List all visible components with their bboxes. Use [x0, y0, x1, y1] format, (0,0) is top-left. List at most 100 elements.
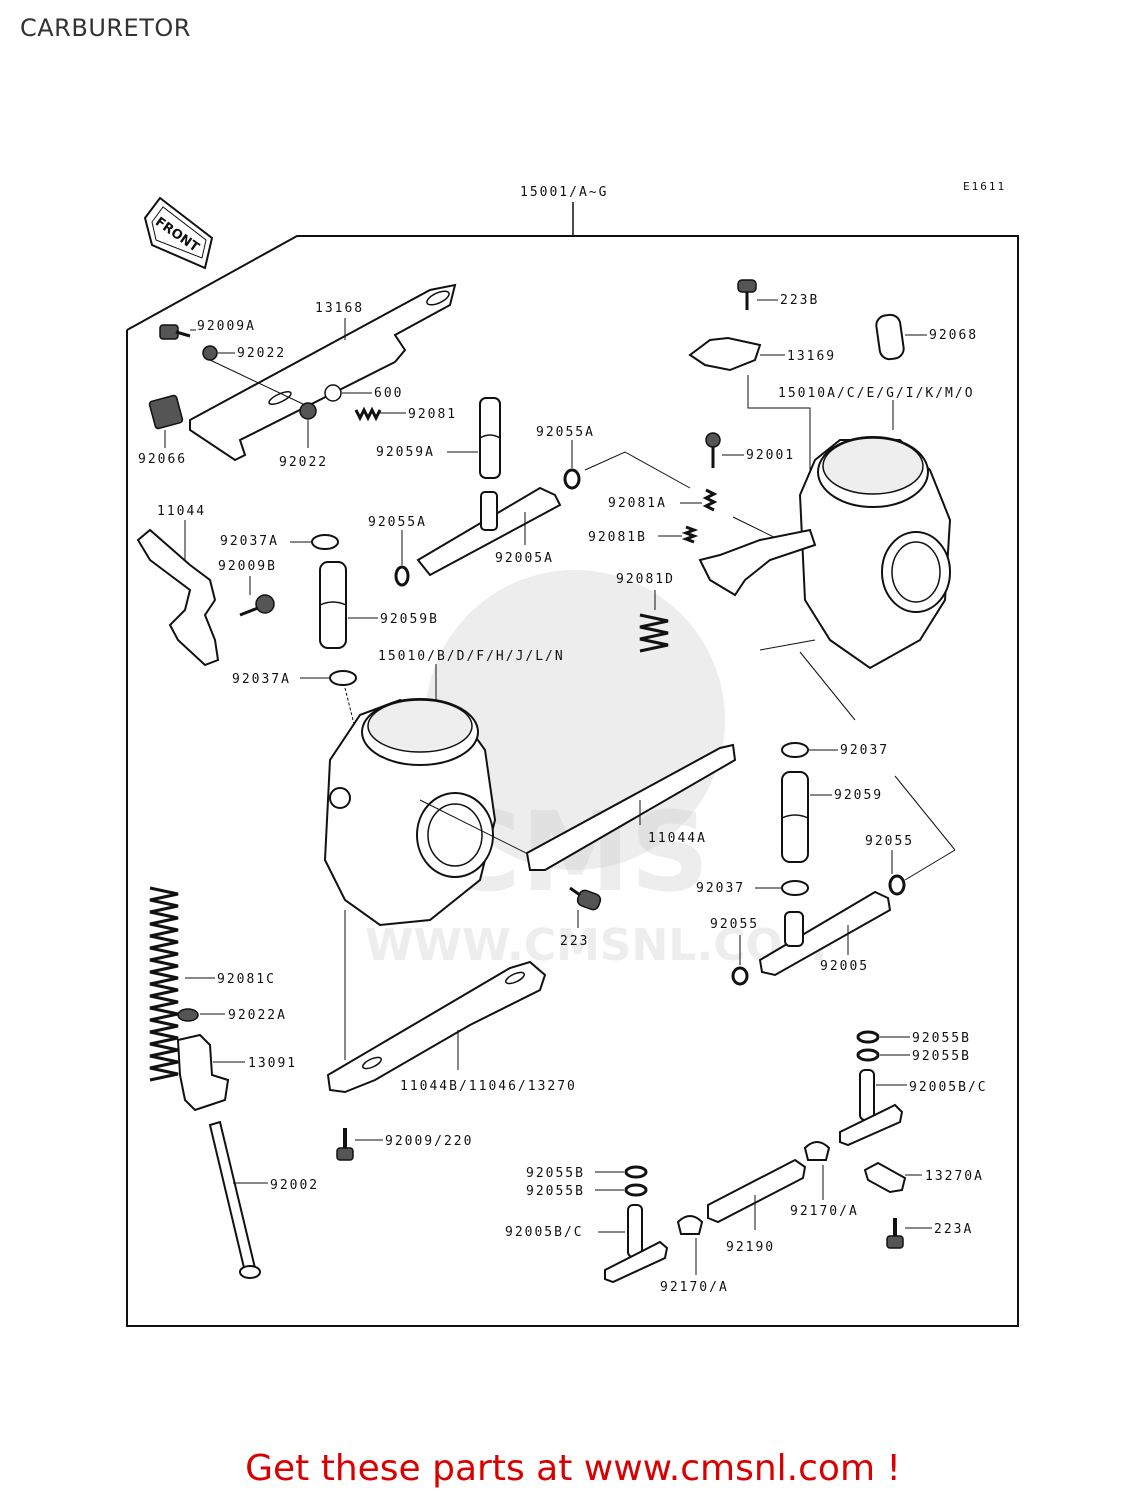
label-92190: 92190 — [726, 1240, 775, 1255]
clamp-92170a2-icon — [676, 1215, 704, 1235]
front-arrow-icon: FRONT — [143, 196, 214, 270]
fitting-92005-icon — [758, 890, 892, 977]
label-13091: 13091 — [248, 1056, 297, 1071]
cap-92068-icon — [875, 313, 905, 361]
diagram-code: E1611 — [963, 180, 1006, 193]
clip-92037a2-icon — [329, 670, 357, 686]
label-92022a: 92022A — [228, 1008, 287, 1023]
label-92037-2: 92037 — [696, 881, 745, 896]
oring-92055a2-icon — [394, 565, 410, 587]
screw-92009a-icon — [159, 324, 191, 340]
clip-92066-icon — [148, 394, 184, 430]
clip-92037a-icon — [311, 534, 339, 550]
page-title: CARBURETOR — [20, 14, 191, 42]
label-92005: 92005 — [820, 959, 869, 974]
oring-92055b3-icon — [624, 1165, 648, 1179]
label-92009a: 92009A — [197, 319, 256, 334]
spring-92081b-icon — [681, 525, 699, 544]
rod-92002-icon — [208, 1120, 261, 1279]
label-15001: 15001/A~G — [520, 185, 608, 200]
label-11044b: 11044B/11046/13270 — [400, 1079, 577, 1094]
clip-92037-icon — [781, 742, 809, 758]
oring-92055b2-icon — [856, 1048, 880, 1062]
label-92066: 92066 — [138, 452, 187, 467]
label-92055a-2: 92055A — [368, 515, 427, 530]
clamp-92170a-icon — [803, 1141, 831, 1161]
label-92055a-1: 92055A — [536, 425, 595, 440]
label-92055b-2: 92055B — [912, 1049, 971, 1064]
carburetor-left-icon — [323, 698, 497, 927]
label-92002: 92002 — [270, 1178, 319, 1193]
ball-600-icon — [324, 384, 342, 402]
screw-223a-icon — [886, 1218, 904, 1249]
label-92081: 92081 — [408, 407, 457, 422]
label-92055b-1: 92055B — [912, 1031, 971, 1046]
label-92081c: 92081C — [217, 972, 276, 987]
footer-link-text[interactable]: Get these parts at www.cmsnl.com ! — [245, 1448, 901, 1489]
lever-13169-icon — [688, 336, 762, 372]
fitting-92005bc2-icon — [604, 1204, 669, 1284]
bracket-11044-icon — [136, 528, 220, 667]
spring-92081a-icon — [702, 488, 718, 512]
label-92005bc-2: 92005B/C — [505, 1225, 584, 1240]
oring-92055b4-icon — [624, 1183, 648, 1197]
assembly-frame — [126, 235, 1019, 1327]
label-15010: 15010/B/D/F/H/J/L/N — [378, 649, 565, 664]
oring-92055b1-icon — [856, 1030, 880, 1044]
rail-11044a-icon — [525, 743, 737, 871]
label-92081b: 92081B — [588, 530, 647, 545]
label-92022-1: 92022 — [237, 346, 286, 361]
label-92001: 92001 — [746, 448, 795, 463]
label-11044a: 11044A — [648, 831, 707, 846]
label-223b: 223B — [780, 293, 819, 308]
oring-92055b-icon — [731, 966, 749, 986]
screw-223-icon — [569, 886, 602, 911]
oring-92055a-icon — [563, 468, 581, 490]
tube-92059-icon — [781, 771, 809, 863]
label-223a: 223A — [934, 1222, 973, 1237]
label-15010a: 15010A/C/E/G/I/K/M/O — [778, 386, 975, 401]
label-600: 600 — [374, 386, 403, 401]
label-92170a-2: 92170/A — [660, 1280, 729, 1295]
label-92055b-3: 92055B — [526, 1166, 585, 1181]
label-92059b: 92059B — [380, 612, 439, 627]
label-11044: 11044 — [157, 504, 206, 519]
label-92059a: 92059A — [376, 445, 435, 460]
fitting-92005a-icon — [416, 486, 562, 577]
tube-92059b-icon — [319, 561, 347, 649]
screw-13091-icon — [176, 1033, 230, 1112]
washer-92022a-icon — [177, 1008, 199, 1022]
label-13270a: 13270A — [925, 1169, 984, 1184]
watermark-site: WWW.CMSNL.COM — [365, 920, 827, 971]
screw-223b-icon — [737, 279, 757, 310]
washer-92022-icon — [202, 345, 218, 361]
plate-13270a-icon — [863, 1161, 907, 1194]
spring-92081c-icon — [149, 886, 179, 1082]
spring-92081d-icon — [639, 613, 669, 653]
oring-92055-icon — [888, 874, 906, 896]
spring-92081-icon — [354, 406, 382, 422]
label-92009-220: 92009/220 — [385, 1134, 473, 1149]
hose-92190-icon — [707, 1158, 807, 1224]
washer-92022b-icon — [299, 402, 317, 420]
label-92081d: 92081D — [616, 572, 675, 587]
label-92005bc-1: 92005B/C — [909, 1080, 988, 1095]
plate-11044b-icon — [326, 960, 547, 1094]
screw-92009b-icon — [239, 594, 275, 617]
label-223: 223 — [560, 934, 589, 949]
label-92055b-4: 92055B — [526, 1184, 585, 1199]
label-13168: 13168 — [315, 301, 364, 316]
label-92170a-1: 92170/A — [790, 1204, 859, 1219]
label-92005a: 92005A — [495, 551, 554, 566]
carburetor-exploded-diagram: CMS WWW.CMSNL.COM 15001/A~G E1611 FRONT … — [126, 180, 1019, 1327]
label-13169: 13169 — [787, 349, 836, 364]
label-92068: 92068 — [929, 328, 978, 343]
bracket-13168 — [189, 283, 457, 462]
label-92081a: 92081A — [608, 496, 667, 511]
clip-92037b-icon — [781, 880, 809, 896]
link-arm-icon — [698, 528, 817, 597]
label-92055-1: 92055 — [865, 834, 914, 849]
tube-92059a-icon — [479, 397, 501, 479]
label-92009b: 92009B — [218, 559, 277, 574]
screw-92009-220-icon — [336, 1128, 354, 1161]
